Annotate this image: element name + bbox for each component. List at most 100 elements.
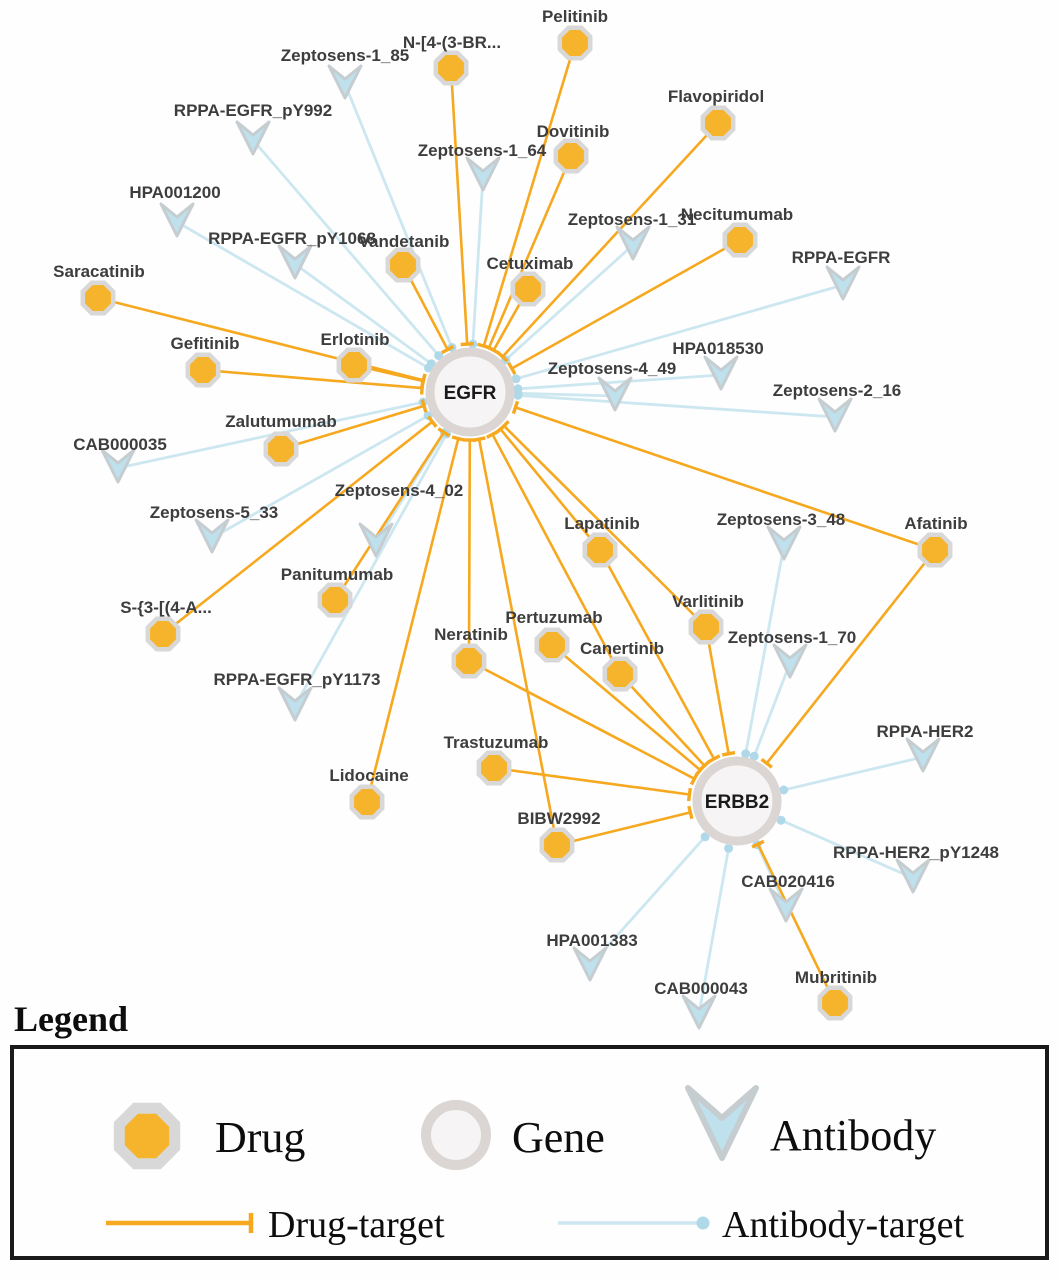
- drug-node-Vandetanib[interactable]: [385, 247, 421, 283]
- drug-node-Panitumumab[interactable]: [317, 582, 353, 618]
- edge-cap-S-{3-[(4-A...-EGFR: [426, 415, 438, 428]
- antibody-node-CAB020416[interactable]: [768, 887, 804, 923]
- legend-gene-icon: [421, 1100, 491, 1170]
- edge-antibody-target-CAB000043-ERBB2: [697, 848, 730, 1015]
- drug-node-Neratinib[interactable]: [451, 643, 487, 679]
- antibody-node-Zeptosens-2_16[interactable]: [817, 397, 853, 433]
- edge-cap-Zeptosens-2_16-EGFR: [513, 390, 523, 400]
- drug-node-Pelitinib[interactable]: [557, 25, 593, 61]
- drug-node-N-[4-(3-BR...[interactable]: [433, 50, 469, 86]
- antibody-node-HPA001200[interactable]: [159, 202, 195, 238]
- drug-node-Necitumumab[interactable]: [722, 222, 758, 258]
- gene-node-EGFR[interactable]: [425, 347, 515, 437]
- edge-antibody-target-Zeptosens-4_49-EGFR: [517, 391, 616, 398]
- node-label-Dovitinib: Dovitinib: [537, 122, 610, 141]
- edge-cap-Varlitinib-EGFR: [498, 420, 510, 432]
- antibody-node-RPPA-EGFR_pY992[interactable]: [235, 120, 271, 156]
- node-label-Gefitinib: Gefitinib: [171, 334, 240, 353]
- antibody-node-Zeptosens-1_64[interactable]: [465, 156, 501, 192]
- node-label-Cetuximab: Cetuximab: [487, 254, 574, 273]
- edge-drug-target-Neratinib-EGFR: [467, 439, 472, 662]
- legend-antibody-icon: [685, 1085, 759, 1161]
- node-label-RPPA-EGFR_pY1173: RPPA-EGFR_pY1173: [214, 670, 381, 689]
- node-label-EGFR: EGFR: [444, 383, 497, 404]
- antibody-node-RPPA-EGFR[interactable]: [825, 265, 861, 301]
- drug-node-Trastuzumab[interactable]: [476, 750, 512, 786]
- node-label-Zeptosens-1_31: Zeptosens-1_31: [568, 210, 697, 229]
- antibody-node-Zeptosens-1_85[interactable]: [327, 64, 363, 100]
- node-label-Zeptosens-1_85: Zeptosens-1_85: [281, 46, 410, 65]
- legend-title: Legend: [14, 999, 128, 1039]
- antibody-node-RPPA-HER2[interactable]: [905, 737, 941, 773]
- antibody-node-Zeptosens-4_02[interactable]: [358, 522, 394, 558]
- antibody-node-Zeptosens-3_48[interactable]: [766, 525, 802, 561]
- legend-drug-icon: [113, 1102, 181, 1170]
- edge-cap-Canertinib-EGFR: [486, 429, 500, 439]
- drug-node-Pertuzumab[interactable]: [534, 627, 570, 663]
- gene-node-ERBB2[interactable]: [692, 756, 782, 846]
- node-label-HPA018530: HPA018530: [672, 339, 763, 358]
- antibody-target-edges: [117, 83, 924, 1015]
- antibody-node-RPPA-HER2_pY1248[interactable]: [895, 858, 931, 894]
- edge-cap-Zeptosens-3_48-ERBB2: [741, 749, 751, 759]
- antibody-node-HPA001383[interactable]: [572, 946, 608, 982]
- node-label-Zeptosens-4_49: Zeptosens-4_49: [548, 359, 677, 378]
- edge-antibody-target-RPPA-HER2_pY1248-ERBB2: [780, 818, 914, 880]
- edge-drug-target-N-[4-(3-BR...-EGFR: [449, 67, 469, 345]
- edge-drug-target-Flavopiridol-EGFR: [501, 122, 719, 358]
- antibody-node-Zeptosens-1_70[interactable]: [772, 643, 808, 679]
- edge-cap-RPPA-EGFR_pY1068-EGFR: [426, 359, 436, 369]
- edge-drug-target-Lapatinib-ERBB2: [598, 549, 716, 760]
- antibody-node-Zeptosens-1_31[interactable]: [615, 225, 651, 261]
- edge-cap-CAB000043-ERBB2: [724, 843, 734, 853]
- network-node-labels: EGFRERBB2PelitinibN-[4-(3-BR...Dovitinib…: [53, 7, 999, 998]
- drug-node-Afatinib[interactable]: [917, 532, 953, 568]
- antibody-node-Zeptosens-5_33[interactable]: [194, 518, 230, 554]
- node-label-Mubritinib: Mubritinib: [795, 968, 877, 987]
- drug-node-S-{3-[(4-A...[interactable]: [145, 616, 181, 652]
- edge-cap-BIBW2992-ERBB2: [687, 805, 694, 820]
- antibody-node-CAB000043[interactable]: [681, 994, 717, 1030]
- antibody-node-RPPA-EGFR_pY1173[interactable]: [277, 686, 313, 722]
- antibody-node-RPPA-EGFR_pY1068[interactable]: [277, 244, 313, 280]
- edge-cap-BIBW2992-EGFR: [472, 436, 486, 443]
- drug-node-Cetuximab[interactable]: [510, 271, 546, 307]
- drug-node-Gefitinib[interactable]: [185, 352, 221, 388]
- edge-cap-Zalutumumab-EGFR: [420, 399, 428, 413]
- edge-cap-Mubritinib-ERBB2: [751, 839, 765, 849]
- antibody-node-CAB000035[interactable]: [100, 448, 136, 484]
- node-label-Pelitinib: Pelitinib: [542, 7, 608, 26]
- drug-node-Lidocaine[interactable]: [349, 784, 385, 820]
- drug-node-Varlitinib[interactable]: [688, 609, 724, 645]
- drug-node-Dovitinib[interactable]: [553, 138, 589, 174]
- drug-node-Zalutumumab[interactable]: [263, 431, 299, 467]
- edge-cap-RPPA-HER2-ERBB2: [779, 785, 789, 795]
- antibody-node-Zeptosens-4_49[interactable]: [597, 376, 633, 412]
- edge-drug-target-Mubritinib-ERBB2: [756, 843, 837, 1004]
- edge-antibody-target-HPA001383-ERBB2: [588, 835, 707, 967]
- antibody-node-HPA018530[interactable]: [703, 355, 739, 391]
- drug-node-BIBW2992[interactable]: [539, 827, 575, 863]
- edge-drug-target-Gefitinib-EGFR: [202, 368, 423, 390]
- drug-node-Saracatinib[interactable]: [80, 280, 116, 316]
- edge-antibody-target-RPPA-EGFR_pY992-EGFR: [251, 139, 440, 357]
- drug-node-Canertinib[interactable]: [602, 656, 638, 692]
- node-label-RPPA-HER2: RPPA-HER2: [877, 722, 974, 741]
- node-label-Pertuzumab: Pertuzumab: [505, 608, 602, 627]
- edge-cap-Zeptosens-1_70-ERBB2: [749, 751, 759, 761]
- edge-drug-target-Panitumumab-EGFR: [333, 431, 445, 601]
- legend-drug-label: Drug: [215, 1113, 305, 1162]
- node-label-RPPA-EGFR_pY1068: RPPA-EGFR_pY1068: [208, 229, 376, 248]
- edge-antibody-target-Zeptosens-1_85-EGFR: [343, 83, 454, 349]
- node-label-Zeptosens-2_16: Zeptosens-2_16: [773, 381, 902, 400]
- drug-node-Lapatinib[interactable]: [582, 532, 618, 568]
- edge-cap-Trastuzumab-ERBB2: [686, 787, 692, 802]
- legend: Legend Drug Gene Antibody Drug-target An…: [10, 999, 1049, 1260]
- drug-node-Flavopiridol[interactable]: [700, 105, 736, 141]
- edge-drug-target-Necitumumab-EGFR: [511, 238, 741, 370]
- edge-drug-target-Canertinib-EGFR: [491, 433, 622, 675]
- edge-cap-RPPA-HER2_pY1248-ERBB2: [776, 815, 786, 825]
- drug-node-Mubritinib[interactable]: [817, 985, 853, 1021]
- drug-node-Erlotinib[interactable]: [336, 347, 372, 383]
- edge-cap-Flavopiridol-EGFR: [496, 351, 509, 363]
